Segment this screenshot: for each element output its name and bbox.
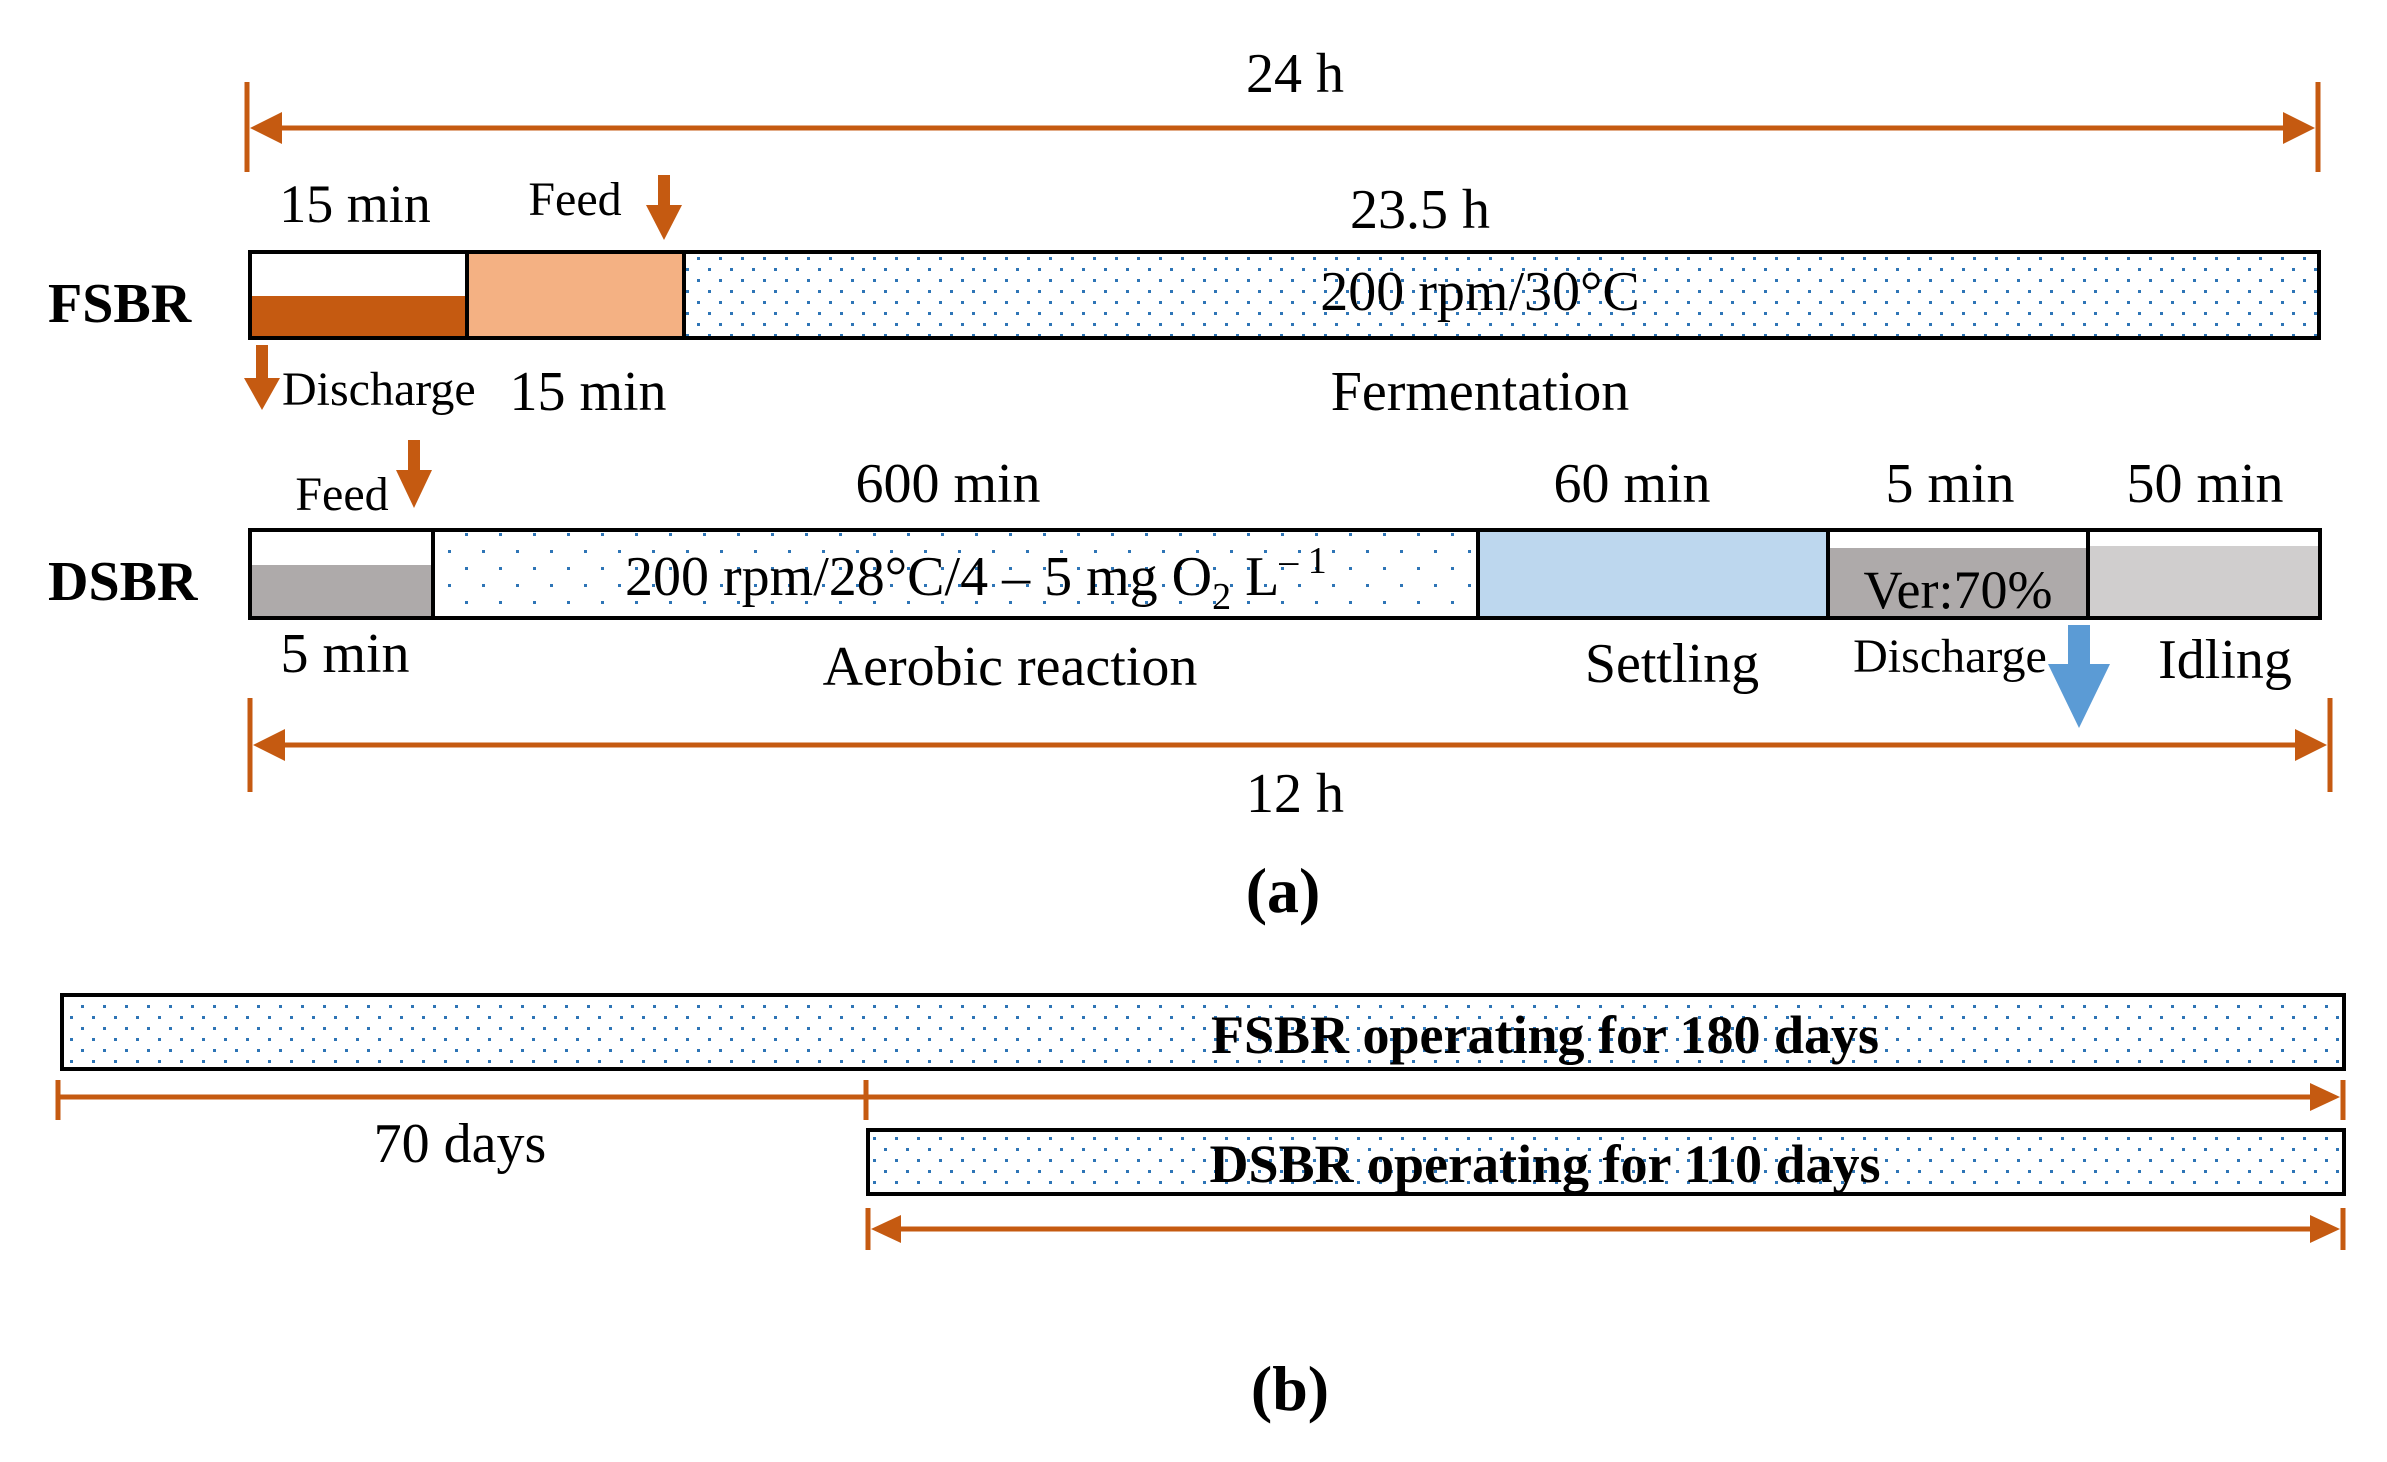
dsbr-operation-span-arrow [865,1208,2346,1250]
panel-a: 24 h 15 min Feed 23.5 h FSBR 200 rpm/30°… [48,43,2333,926]
dsbr-settling-time: 60 min [1553,453,1710,515]
fsbr-fermentation-condition: 200 rpm/30°C [1320,261,1640,323]
dsbr-reactor-label: DSBR [48,551,198,613]
dsbr-aerobic-condition: 200 rpm/28°C/4 – 5 mg O2 L– 1 [625,540,1327,618]
fsbr-discharge-time: 15 min [279,174,431,234]
fsbr-operation-label: FSBR operating for 180 days [1211,1005,1879,1065]
dsbr-feed-fill [252,565,431,616]
dsbr-aerobic-condition-sup: – 1 [1278,540,1327,582]
span-12h-label: 12 h [1246,763,1344,825]
fsbr-feed-arrow-icon [646,175,682,240]
dsbr-discharge-volume: Ver:70% [1864,560,2053,620]
fsbr-fermentation-label: Fermentation [1331,361,1630,423]
fsbr-fermentation-time: 23.5 h [1350,179,1490,241]
panel-b: FSBR operating for 180 days 70 days DSBR… [55,993,2346,1424]
dsbr-aerobic-label: Aerobic reaction [823,636,1198,698]
span-12h-arrow [247,698,2333,792]
fsbr-operation-bar [60,993,2346,1071]
fsbr-fermentation-segment [682,250,2321,340]
fsbr-cycle-bar [248,250,2321,340]
dsbr-operation-bar [866,1128,2346,1196]
dsbr-discharge-label: Discharge [1853,630,2047,683]
fsbr-remaining-span-arrow [866,1080,2346,1120]
fsbr-discharge-label: Discharge [282,363,476,416]
fsbr-feed-segment [465,250,686,340]
dsbr-settling-segment [1476,528,1830,620]
dsbr-discharge-fill [1830,548,2086,616]
dsbr-idling-fill [2090,546,2318,616]
dsbr-feed-arrow-icon [396,440,432,508]
span-24h-arrow [244,82,2321,172]
panel-b-label: (b) [1251,1353,1329,1424]
fsbr-discharge-fill [252,296,465,336]
dsbr-operation-label: DSBR operating for 110 days [1209,1134,1880,1194]
dsbr-aerobic-condition-prefix: 200 rpm/28°C/4 – 5 mg O [625,546,1212,608]
fsbr-reactor-label: FSBR [48,273,192,335]
dsbr-discharge-arrow-icon [2048,625,2110,728]
dsbr-feed-label: Feed [295,468,388,521]
panel-a-label: (a) [1246,855,1321,926]
dsbr-idling-label: Idling [2158,629,2292,691]
start-offset-label: 70 days [374,1113,547,1175]
dsbr-feed-time: 5 min [280,623,409,685]
fsbr-feed-label: Feed [528,173,621,226]
dsbr-aerobic-time: 600 min [855,453,1040,515]
span-70-days-arrow [55,1080,869,1120]
dsbr-cycle-bar [248,528,2322,620]
dsbr-aerobic-condition-mid: L [1231,546,1279,608]
dsbr-aerobic-condition-sub: 2 [1212,576,1231,618]
dsbr-idling-time: 50 min [2126,453,2283,515]
dsbr-discharge-time: 5 min [1885,453,2014,515]
dsbr-settling-label: Settling [1585,633,1759,695]
fsbr-discharge-arrow-icon [244,345,280,410]
span-24h-label: 24 h [1246,43,1344,105]
fsbr-feed-time: 15 min [509,361,666,423]
